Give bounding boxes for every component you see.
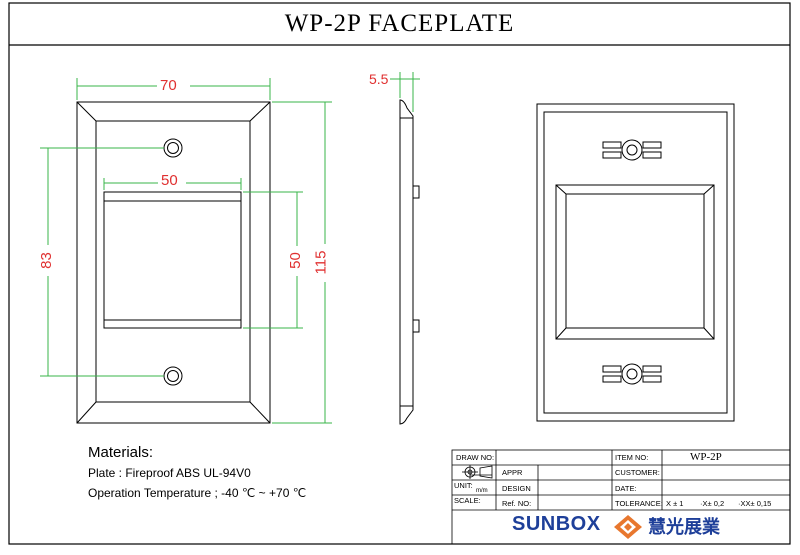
dim-115: 115	[312, 250, 330, 275]
materials-temperature: Operation Temperature ; -40 ℃ ~ +70 ℃	[88, 486, 307, 500]
dim-83: 83	[37, 252, 55, 269]
sheet-border	[8, 2, 791, 545]
side-view	[399, 99, 420, 425]
dim-5-5: 5.5	[369, 71, 389, 87]
ref-no-label: Ref. NO:	[502, 499, 532, 508]
dim-50-horizontal: 50	[161, 172, 178, 189]
rear-view	[536, 103, 735, 422]
materials-plate: Plate : Fireproof ABS UL-94V0	[88, 466, 251, 480]
tolerance-label: TOLERANCE:	[615, 499, 663, 508]
sunbox-logo-icon	[614, 515, 642, 539]
materials-heading: Materials:	[88, 444, 154, 461]
dim-50-vertical: 50	[286, 252, 304, 269]
side-dimensions	[390, 72, 420, 112]
front-view	[76, 101, 271, 424]
projection-symbol	[462, 465, 493, 479]
date-label: DATE:	[615, 484, 637, 493]
brand-name: SUNBOX	[512, 513, 601, 535]
dim-70: 70	[160, 77, 177, 94]
design-label: DESIGN	[502, 484, 531, 493]
item-no-value: WP-2P	[690, 451, 722, 463]
item-no-label: ITEM NO:	[615, 453, 649, 462]
tolerance-x1: ·X± 0,2	[700, 499, 725, 508]
scale-label: SCALE:	[454, 496, 481, 505]
appr-label: APPR	[502, 468, 523, 477]
customer-label: CUSTOMER:	[615, 468, 660, 477]
front-dimensions	[40, 78, 332, 424]
unit-label: UNIT:	[454, 481, 473, 490]
unit-value: m/m	[476, 488, 488, 494]
tolerance-x2: ·XX± 0,15	[738, 499, 772, 508]
title-block-grid	[451, 449, 791, 545]
brand-name-cn: 慧光展業	[648, 517, 720, 538]
tolerance-x: X ± 1	[666, 499, 684, 508]
draw-no-label: DRAW NO:	[456, 453, 495, 462]
drawing-title: WP-2P FACEPLATE	[284, 10, 515, 37]
